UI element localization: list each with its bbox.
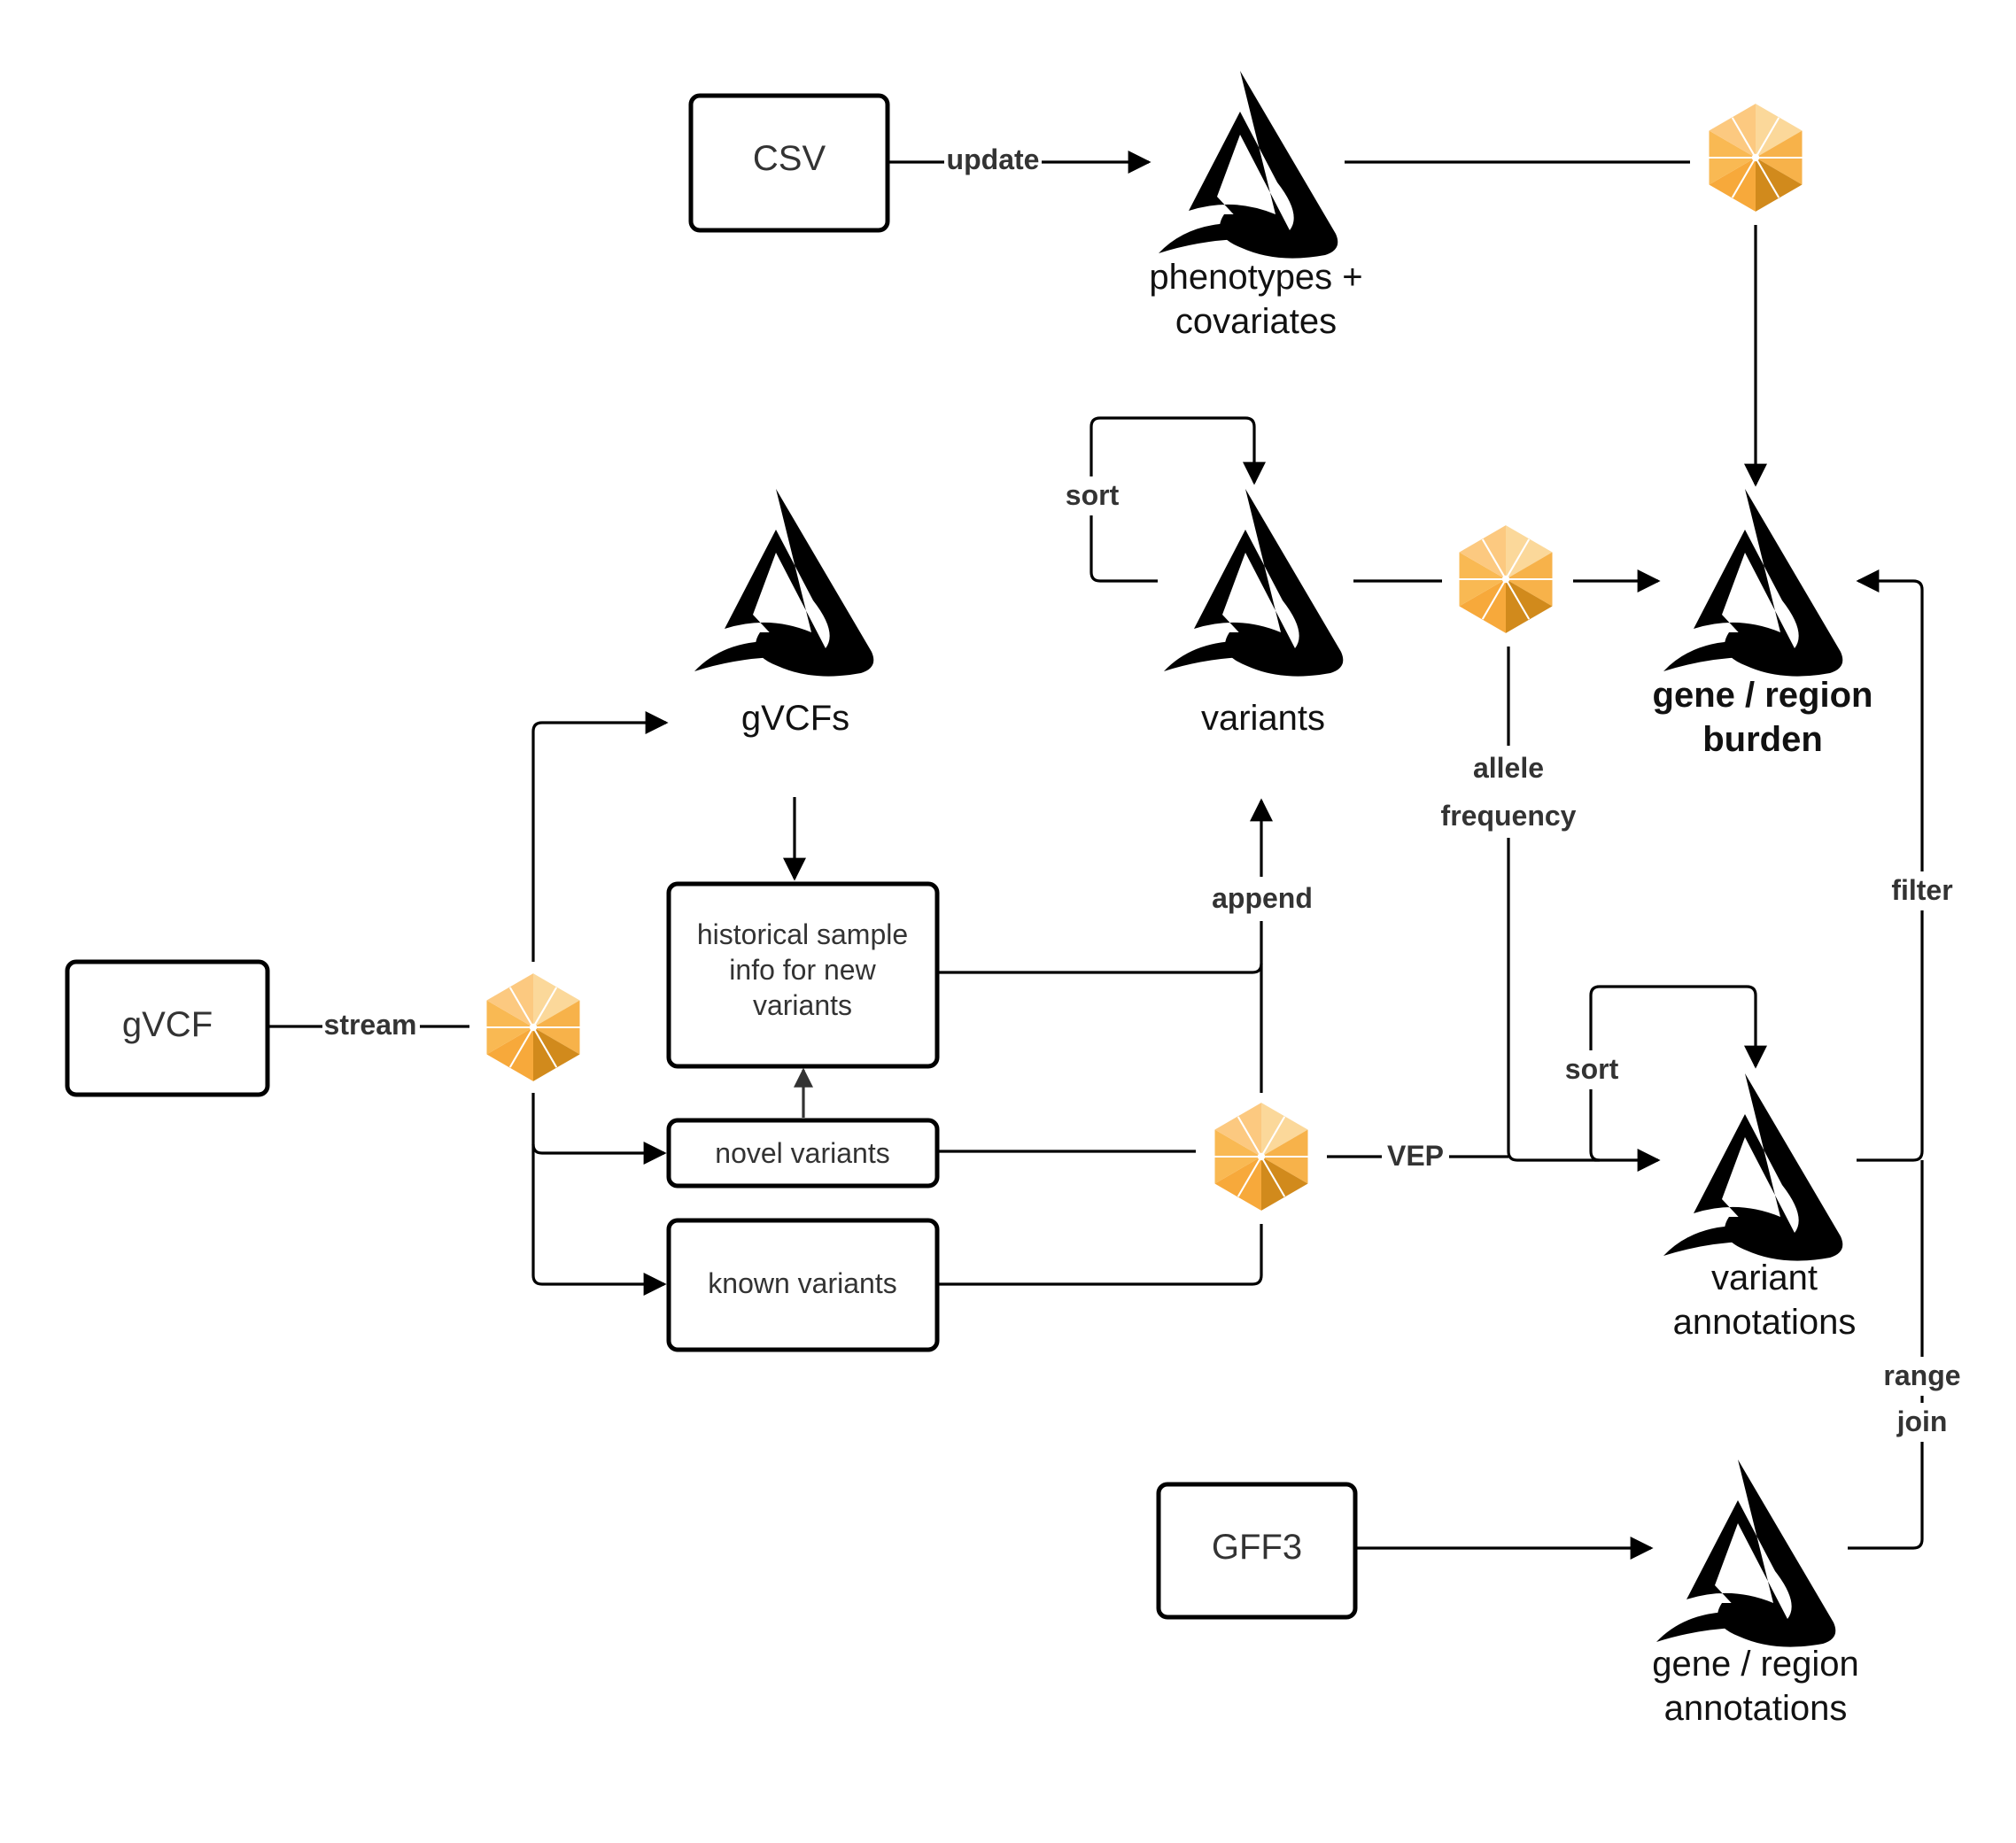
delta-lake-icon (1164, 489, 1344, 677)
gvcf-box[interactable]: gVCF (65, 959, 270, 1097)
historical-label-line1: historical sample (697, 918, 908, 950)
edge-spark-to-novel (531, 1093, 667, 1165)
phenotypes-label-line1: phenotypes + (1149, 258, 1362, 297)
apache-spark-icon (1213, 1102, 1309, 1212)
variant-annotations-label-line2: annotations (1673, 1303, 1857, 1342)
edge-spark-to-known (531, 1144, 667, 1296)
edge-label-update: update (947, 143, 1040, 175)
edges (268, 151, 1924, 1560)
gene-annotations-label-line2: annotations (1664, 1689, 1848, 1728)
edge-label-frequency: frequency (1441, 800, 1577, 832)
gff3-label: GFF3 (1212, 1528, 1302, 1567)
phenotypes-label-line2: covariates (1175, 302, 1337, 341)
gff3-box[interactable]: GFF3 (1156, 1482, 1358, 1620)
edge-allele-frequency (1507, 647, 1661, 1172)
burden-label-line2: burden (1702, 720, 1823, 759)
delta-lake-icon (1656, 1460, 1836, 1647)
edge-spark-to-gvcfs (531, 711, 669, 962)
gvcf-label: gVCF (122, 1005, 213, 1044)
delta-lake-icon (1663, 489, 1843, 677)
delta-lake-icon (694, 489, 874, 677)
apache-spark-icon (1708, 103, 1803, 213)
edge-filter (1856, 569, 1924, 1162)
csv-box[interactable]: CSV (688, 93, 890, 233)
edge-label-join: join (1896, 1405, 1948, 1437)
edge-label-sort-annotations: sort (1565, 1053, 1619, 1085)
variants-label: variants (1201, 699, 1325, 738)
edge-label-vep: VEP (1387, 1140, 1444, 1172)
known-variants-label: known variants (708, 1267, 896, 1299)
delta-lake-icon (1159, 71, 1338, 259)
edge-label-sort-variants: sort (1066, 479, 1120, 511)
delta-lake-icon (1663, 1073, 1843, 1261)
edge-sort-variants-loop (1089, 416, 1266, 583)
historical-label-line3: variants (753, 989, 852, 1021)
edge-label-range: range (1883, 1359, 1960, 1391)
apache-spark-icon (1458, 524, 1554, 634)
gene-annotations-label-line1: gene / region (1652, 1645, 1859, 1684)
edge-labels: update stream sort sort append allele fr… (322, 142, 1970, 1442)
edge-label-allele: allele (1473, 752, 1544, 784)
edge-sort-annotations-loop (1589, 985, 1767, 1162)
historical-label-line2: info for new (729, 954, 876, 986)
burden-label-line1: gene / region (1653, 676, 1873, 715)
novel-variants-box[interactable]: novel variants (666, 1118, 940, 1189)
edge-range-join (1848, 1160, 1924, 1550)
variant-annotations-label-line1: variant (1711, 1258, 1818, 1297)
edge-label-stream: stream (324, 1009, 417, 1041)
gvcfs-label: gVCFs (741, 699, 849, 738)
known-variants-box[interactable]: known variants (666, 1218, 940, 1352)
novel-variants-label: novel variants (715, 1137, 889, 1169)
edge-label-filter: filter (1891, 874, 1952, 906)
historical-box[interactable]: historical sample info for new variants (666, 881, 940, 1069)
edge-known-to-vep-spark (937, 1224, 1263, 1286)
csv-label: CSV (753, 139, 826, 178)
edge-label-append: append (1212, 882, 1313, 914)
edge-historical-to-append (937, 963, 1263, 974)
apache-spark-icon (485, 972, 581, 1082)
